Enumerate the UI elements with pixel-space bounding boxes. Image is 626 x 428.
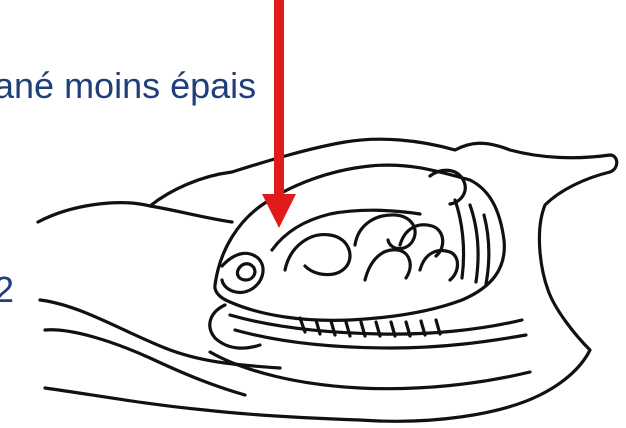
brain-ridges — [455, 200, 489, 284]
pointer-arrow — [262, 0, 296, 228]
nasal-region — [222, 253, 263, 292]
brain-folds — [285, 215, 458, 280]
orbit — [237, 264, 254, 280]
brain-case — [215, 165, 504, 320]
skull-outline — [38, 139, 617, 421]
dorsal-ridge — [150, 206, 232, 222]
jaw-line — [210, 352, 530, 389]
